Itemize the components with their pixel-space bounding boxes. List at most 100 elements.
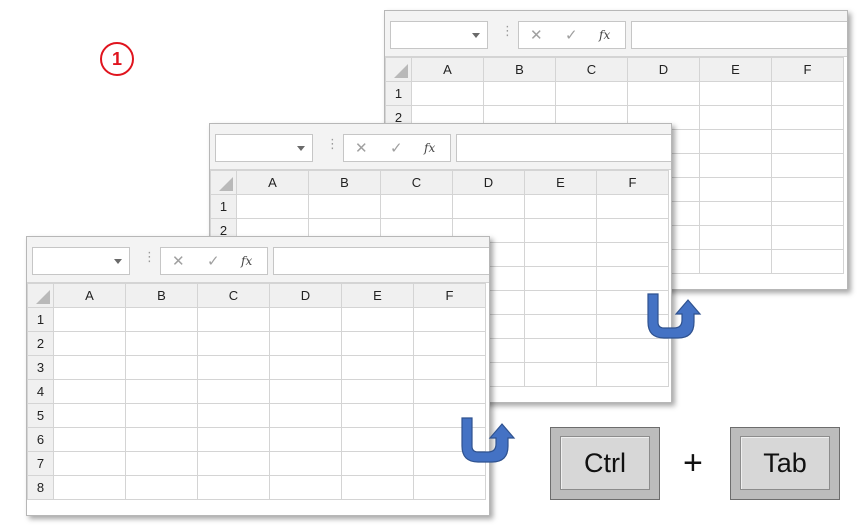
column-header[interactable]: C [555, 57, 628, 82]
cell[interactable] [524, 218, 597, 243]
cell[interactable] [524, 266, 597, 291]
cell[interactable] [197, 451, 270, 476]
cell[interactable] [413, 475, 486, 500]
cell[interactable] [699, 177, 772, 202]
chevron-down-icon[interactable] [297, 146, 305, 151]
row-header[interactable]: 1 [385, 81, 412, 106]
cell[interactable] [771, 153, 844, 178]
row-header[interactable]: 8 [27, 475, 54, 500]
cell[interactable] [197, 403, 270, 428]
cell[interactable] [125, 427, 198, 452]
column-header[interactable]: E [699, 57, 772, 82]
cell[interactable] [308, 194, 381, 219]
column-header[interactable]: D [452, 170, 525, 195]
row-header[interactable]: 2 [27, 331, 54, 356]
cell[interactable] [125, 355, 198, 380]
column-header[interactable]: A [236, 170, 309, 195]
cell[interactable] [269, 355, 342, 380]
cell[interactable] [269, 427, 342, 452]
cell[interactable] [341, 427, 414, 452]
cell[interactable] [53, 379, 126, 404]
insert-function-icon[interactable]: fx [241, 254, 253, 268]
column-header[interactable]: B [308, 170, 381, 195]
name-box[interactable] [215, 134, 313, 162]
cell[interactable] [596, 266, 669, 291]
cell[interactable] [699, 153, 772, 178]
cell[interactable] [341, 355, 414, 380]
cell[interactable] [341, 331, 414, 356]
cell[interactable] [197, 379, 270, 404]
formula-input[interactable] [456, 134, 671, 162]
cell[interactable] [771, 129, 844, 154]
cell[interactable] [699, 105, 772, 130]
cell[interactable] [236, 194, 309, 219]
name-box[interactable] [32, 247, 130, 275]
column-header[interactable]: B [483, 57, 556, 82]
formula-input[interactable] [273, 247, 489, 275]
cell[interactable] [125, 379, 198, 404]
column-header[interactable]: F [771, 57, 844, 82]
cell[interactable] [699, 201, 772, 226]
column-header[interactable]: E [341, 283, 414, 308]
column-header[interactable]: A [53, 283, 126, 308]
cell[interactable] [771, 225, 844, 250]
cell[interactable] [125, 403, 198, 428]
chevron-down-icon[interactable] [472, 33, 480, 38]
insert-function-icon[interactable]: fx [424, 141, 436, 155]
cell[interactable] [269, 307, 342, 332]
column-header[interactable]: D [627, 57, 700, 82]
cell[interactable] [596, 362, 669, 387]
cell[interactable] [341, 307, 414, 332]
column-header[interactable]: C [197, 283, 270, 308]
cell[interactable] [413, 331, 486, 356]
cell[interactable] [413, 307, 486, 332]
row-header[interactable]: 3 [27, 355, 54, 380]
column-header[interactable]: F [413, 283, 486, 308]
cell[interactable] [413, 379, 486, 404]
cell[interactable] [596, 218, 669, 243]
cell[interactable] [125, 307, 198, 332]
cell[interactable] [269, 475, 342, 500]
drag-handle-icon[interactable]: ⋮ [326, 136, 339, 151]
cell[interactable] [413, 403, 486, 428]
check-icon[interactable]: ✓ [565, 27, 578, 44]
cell[interactable] [699, 129, 772, 154]
cell[interactable] [771, 105, 844, 130]
cell[interactable] [483, 81, 556, 106]
cell[interactable] [627, 81, 700, 106]
cell[interactable] [125, 331, 198, 356]
cell[interactable] [197, 355, 270, 380]
row-header[interactable]: 6 [27, 427, 54, 452]
name-box[interactable] [390, 21, 488, 49]
cell[interactable] [699, 81, 772, 106]
column-header[interactable]: C [380, 170, 453, 195]
column-header[interactable]: F [596, 170, 669, 195]
select-all-corner[interactable] [210, 170, 237, 195]
cell[interactable] [452, 194, 525, 219]
cell[interactable] [524, 362, 597, 387]
column-header[interactable]: E [524, 170, 597, 195]
row-header[interactable]: 1 [210, 194, 237, 219]
cell[interactable] [269, 331, 342, 356]
select-all-corner[interactable] [385, 57, 412, 82]
cell[interactable] [380, 194, 453, 219]
cell[interactable] [341, 403, 414, 428]
cell[interactable] [596, 242, 669, 267]
cell[interactable] [771, 249, 844, 274]
cell[interactable] [197, 307, 270, 332]
formula-input[interactable] [631, 21, 847, 49]
cancel-icon[interactable]: ✕ [355, 140, 368, 157]
cell[interactable] [197, 427, 270, 452]
cell[interactable] [269, 451, 342, 476]
cell[interactable] [53, 475, 126, 500]
row-header[interactable]: 4 [27, 379, 54, 404]
cell[interactable] [53, 307, 126, 332]
cell[interactable] [411, 81, 484, 106]
cell[interactable] [524, 242, 597, 267]
cell[interactable] [197, 331, 270, 356]
cell[interactable] [413, 451, 486, 476]
cell[interactable] [341, 379, 414, 404]
cell[interactable] [524, 290, 597, 315]
cell[interactable] [699, 225, 772, 250]
row-header[interactable]: 5 [27, 403, 54, 428]
